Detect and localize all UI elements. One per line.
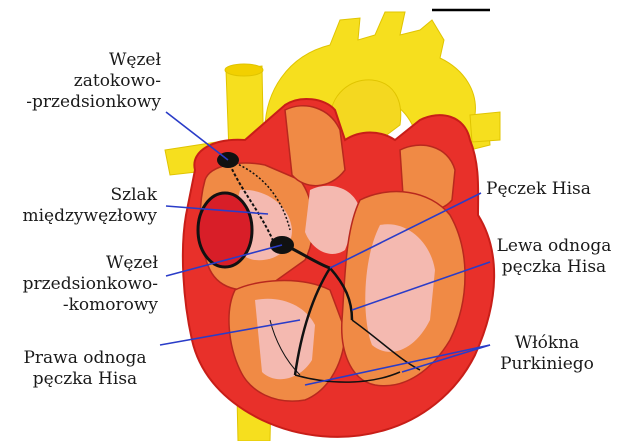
label-av-node: Węzeł przedsionkowo- -komorowy <box>0 253 158 316</box>
label-purkinje-line-1: Włókna <box>487 333 607 354</box>
label-right-bundle-line-1: Prawa odnoga <box>10 348 160 369</box>
label-sa-node: Węzeł zatokowo- -przedsionkowy <box>0 50 161 113</box>
label-sa-node-line-1: Węzeł <box>0 50 161 71</box>
label-av-node-line-3: -komorowy <box>0 295 158 316</box>
label-internodal: Szlak międzywęzłowy <box>0 185 157 227</box>
label-sa-node-line-2: zatokowo- <box>0 71 161 92</box>
label-internodal-line-1: Szlak <box>0 185 157 206</box>
label-av-node-line-2: przedsionkowo- <box>0 274 158 295</box>
label-his-bundle-line-1: Pęczek Hisa <box>486 179 616 200</box>
label-his-bundle: Pęczek Hisa <box>486 179 616 200</box>
label-right-bundle-line-2: pęczka Hisa <box>10 369 160 390</box>
label-left-bundle-line-1: Lewa odnoga <box>494 236 614 257</box>
label-sa-node-line-3: -przedsionkowy <box>0 92 161 113</box>
vena-cava-opening <box>225 64 263 76</box>
label-left-bundle: Lewa odnoga pęczka Hisa <box>494 236 614 278</box>
pulmonary-vein-left <box>470 112 500 142</box>
label-internodal-line-2: międzywęzłowy <box>0 206 157 227</box>
label-purkinje: Włókna Purkiniego <box>487 333 607 375</box>
label-right-bundle: Prawa odnoga pęczka Hisa <box>10 348 160 390</box>
label-purkinje-line-2: Purkiniego <box>487 354 607 375</box>
label-left-bundle-line-2: pęczka Hisa <box>494 257 614 278</box>
label-av-node-line-1: Węzeł <box>0 253 158 274</box>
